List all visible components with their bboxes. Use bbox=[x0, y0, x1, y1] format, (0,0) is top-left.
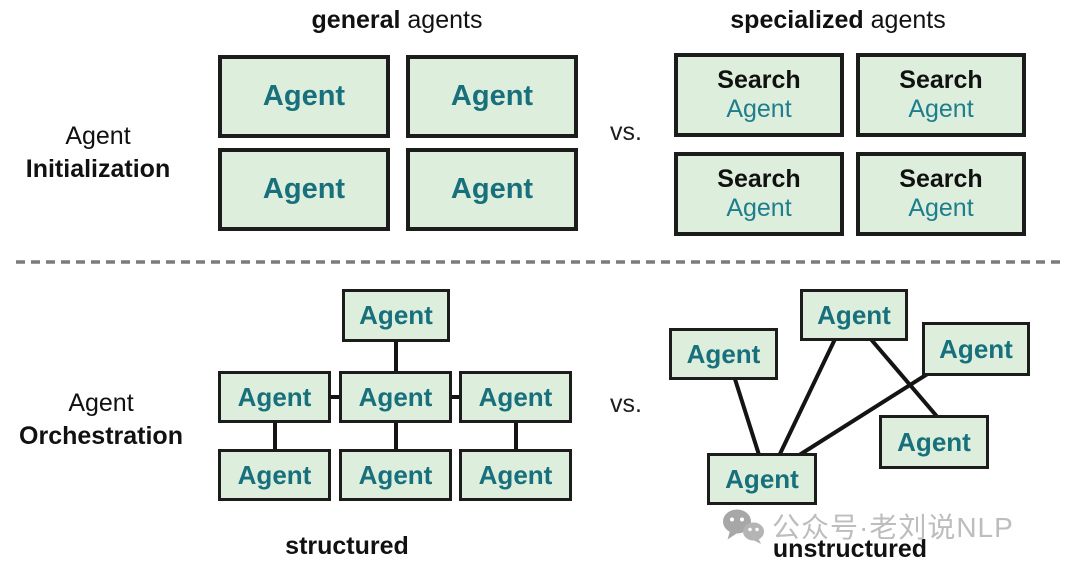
agent-box-label: Agent bbox=[450, 173, 534, 205]
search-box-line1: Search bbox=[899, 66, 983, 94]
tree-node-label: Agent bbox=[358, 459, 433, 490]
search-agent-box-1: Search Agent bbox=[674, 53, 844, 137]
watermark-text: 公众号·老刘说NLP bbox=[772, 512, 1014, 543]
tree-node-mid-right: Agent bbox=[459, 371, 572, 423]
general-agents-title: general agents bbox=[267, 6, 527, 35]
tree-node-root: Agent bbox=[342, 289, 450, 342]
general-agent-box-1: Agent bbox=[218, 55, 390, 138]
search-agent-box-4: Search Agent bbox=[856, 152, 1026, 236]
tree-node-mid-left: Agent bbox=[218, 371, 331, 423]
orchestration-row-label-line1: Agent bbox=[68, 389, 134, 417]
search-box-line1: Search bbox=[717, 66, 801, 94]
specialized-agents-title-bold: specialized bbox=[730, 6, 864, 34]
graph-edge-upperleft-bottom bbox=[732, 375, 762, 459]
general-agent-box-4: Agent bbox=[406, 148, 578, 231]
graph-node-label: Agent bbox=[686, 338, 761, 369]
initialization-row-label-line1: Agent bbox=[65, 122, 131, 150]
search-agent-box-2: Search Agent bbox=[856, 53, 1026, 137]
graph-node-label: Agent bbox=[725, 463, 799, 494]
search-box-line2: Agent bbox=[726, 194, 792, 222]
tree-node-label: Agent bbox=[237, 381, 312, 412]
tree-node-bottom-left: Agent bbox=[218, 449, 331, 501]
graph-node-upper-left: Agent bbox=[669, 328, 778, 380]
tree-node-mid-center: Agent bbox=[339, 371, 452, 423]
wechat-icon bbox=[723, 509, 764, 544]
search-box-line2: Agent bbox=[908, 95, 974, 123]
tree-node-bottom-right: Agent bbox=[459, 449, 572, 501]
tree-node-label: Agent bbox=[237, 459, 312, 490]
specialized-agents-title: specialized agents bbox=[708, 6, 968, 35]
search-box-line2: Agent bbox=[908, 194, 974, 222]
agent-box-label: Agent bbox=[262, 80, 346, 112]
graph-node-label: Agent bbox=[817, 299, 891, 330]
agent-box-label: Agent bbox=[450, 80, 534, 112]
search-box-line1: Search bbox=[899, 165, 983, 193]
graph-edge-top-lowerright bbox=[867, 335, 942, 422]
tree-node-label: Agent bbox=[478, 459, 553, 490]
search-agent-box-3: Search Agent bbox=[674, 152, 844, 236]
tree-node-label: Agent bbox=[478, 381, 553, 412]
graph-edge-upperright-bottom bbox=[791, 371, 931, 461]
vs-label-top: vs. bbox=[610, 118, 642, 146]
graph-node-upper-right: Agent bbox=[922, 322, 1030, 376]
graph-node-label: Agent bbox=[939, 333, 1013, 364]
vs-label-bottom: vs. bbox=[610, 390, 642, 418]
initialization-row-label: Agent Initialization bbox=[13, 120, 183, 186]
graph-node-lower-right: Agent bbox=[879, 415, 989, 469]
initialization-row-label-line2: Initialization bbox=[25, 155, 171, 183]
orchestration-row-label-line2: Orchestration bbox=[19, 422, 183, 450]
unstructured-caption: unstructured bbox=[772, 535, 928, 563]
graph-edge-top-bottom bbox=[776, 336, 838, 459]
tree-node-bottom-center: Agent bbox=[339, 449, 452, 501]
orchestration-row-label: Agent Orchestration bbox=[16, 387, 186, 453]
tree-node-label: Agent bbox=[358, 381, 433, 412]
agent-box-label: Agent bbox=[262, 173, 346, 205]
general-agents-title-rest: agents bbox=[400, 6, 483, 34]
graph-node-label: Agent bbox=[897, 426, 971, 457]
graph-node-bottom: Agent bbox=[707, 453, 817, 505]
specialized-agents-title-rest: agents bbox=[863, 6, 946, 34]
watermark: 公众号·老刘说NLP bbox=[721, 506, 1014, 546]
structured-caption: structured bbox=[285, 532, 409, 560]
tree-node-label: Agent bbox=[359, 300, 433, 330]
general-agent-box-3: Agent bbox=[218, 148, 390, 231]
search-box-line1: Search bbox=[717, 165, 801, 193]
search-box-line2: Agent bbox=[726, 95, 792, 123]
general-agent-box-2: Agent bbox=[406, 55, 578, 138]
graph-node-top: Agent bbox=[800, 289, 908, 341]
general-agents-title-bold: general bbox=[311, 6, 401, 34]
